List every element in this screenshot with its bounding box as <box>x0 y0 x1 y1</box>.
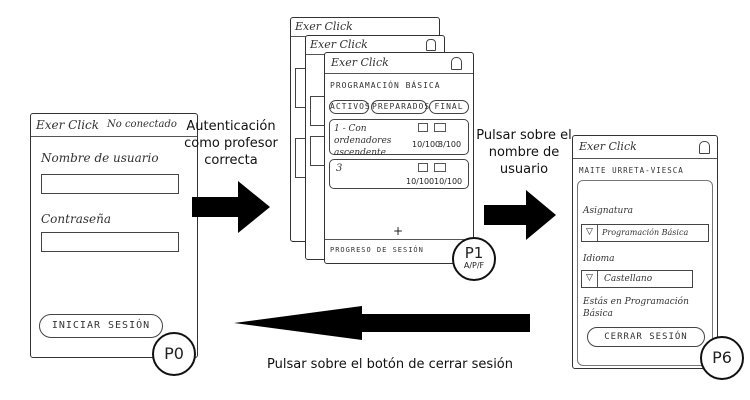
transition-label-logout: Pulsar sobre el botón de cerrar sesión <box>267 357 513 372</box>
card-meta: 3/100 <box>438 140 462 149</box>
select-divider <box>597 225 598 241</box>
language-select[interactable]: ▽ Castellano <box>581 270 693 288</box>
connection-status: No conectado <box>107 119 177 130</box>
password-label: Contraseña <box>41 212 111 226</box>
image-icon <box>434 123 446 132</box>
login-button[interactable]: INICIAR SESIÓN <box>39 314 163 338</box>
app-title: Exer Click <box>310 38 368 51</box>
screen-tag-label: P1 <box>464 244 484 262</box>
screen-tag-label: P0 <box>164 344 184 363</box>
app-title: Exer Click <box>331 56 389 69</box>
card-meta: 10/100 <box>406 177 435 186</box>
card-meta: 10/100 <box>434 177 463 186</box>
exercise-card[interactable]: 1 - Con ordenadores ascendente 10/100 3/… <box>329 119 469 158</box>
status-text: Estás en Programación Básica <box>583 297 689 319</box>
profile-screen: Exer Click MAITE URRETA-VIESCA Asignatur… <box>572 135 718 369</box>
username-label: Nombre de usuario <box>41 151 159 165</box>
header-divider <box>325 73 473 74</box>
arrow-right-icon <box>192 181 270 233</box>
card-number: 3 <box>336 163 343 174</box>
language-value: Castellano <box>604 274 653 284</box>
app-title: Exer Click <box>36 118 100 132</box>
screen-tag-sublabel: A/P/F <box>463 261 485 270</box>
screen-icon <box>418 123 428 132</box>
logout-button[interactable]: CERRAR SESIÓN <box>587 327 705 347</box>
tab-final[interactable]: FINAL <box>429 100 469 114</box>
transition-label-profile: Pulsar sobre el nombre de usuario <box>476 128 572 177</box>
screen-tag-label: P6 <box>712 348 732 367</box>
course-title: PROGRAMACIÓN BÁSICA <box>330 81 441 90</box>
course-screen-front: Exer Click PROGRAMACIÓN BÁSICA ACTIVOS P… <box>324 52 474 264</box>
card-title: 1 - Con ordenadores ascendente <box>334 124 392 158</box>
card-meta: 10/100 <box>412 140 441 149</box>
chevron-down-icon: ▽ <box>586 227 593 237</box>
screen-tag-p6: P6 <box>700 336 744 380</box>
chevron-down-icon: ▽ <box>586 273 593 283</box>
select-divider <box>597 271 598 287</box>
image-icon <box>434 163 446 172</box>
language-label: Idioma <box>583 254 615 264</box>
user-panel <box>577 180 713 366</box>
subject-select[interactable]: ▽ Programación Básica <box>581 224 709 242</box>
app-title: Exer Click <box>579 140 637 153</box>
password-field[interactable] <box>41 232 179 252</box>
login-screen: Exer Click No conectado Nombre de usuari… <box>30 113 198 358</box>
user-icon[interactable] <box>451 57 462 70</box>
footer-divider <box>325 239 473 240</box>
add-exercise-button[interactable]: + <box>393 224 404 238</box>
header-divider <box>31 136 197 137</box>
user-name: MAITE URRETA-VIESCA <box>579 166 684 175</box>
screen-tag-p0: P0 <box>152 332 196 376</box>
arrow-right-icon <box>484 190 556 240</box>
session-progress: PROGRESO DE SESIÓN <box>330 246 424 254</box>
exercise-card[interactable]: 3 10/100 10/100 <box>329 159 469 189</box>
user-icon <box>426 39 436 51</box>
app-title: Exer Click <box>295 20 353 33</box>
username-field[interactable] <box>41 174 179 194</box>
transition-label-login: Autenticación como profesor correcta <box>184 119 278 168</box>
tab-activos[interactable]: ACTIVOS <box>329 100 370 114</box>
arrow-left-icon <box>234 306 530 340</box>
tab-preparados[interactable]: PREPARADOS <box>371 100 429 114</box>
header-divider <box>573 158 717 159</box>
screen-icon <box>418 163 428 172</box>
subject-value: Programación Básica <box>602 228 689 237</box>
user-icon[interactable] <box>699 141 710 154</box>
subject-label: Asignatura <box>583 206 634 216</box>
screen-tag-p1: P1 A/P/F <box>452 237 496 281</box>
